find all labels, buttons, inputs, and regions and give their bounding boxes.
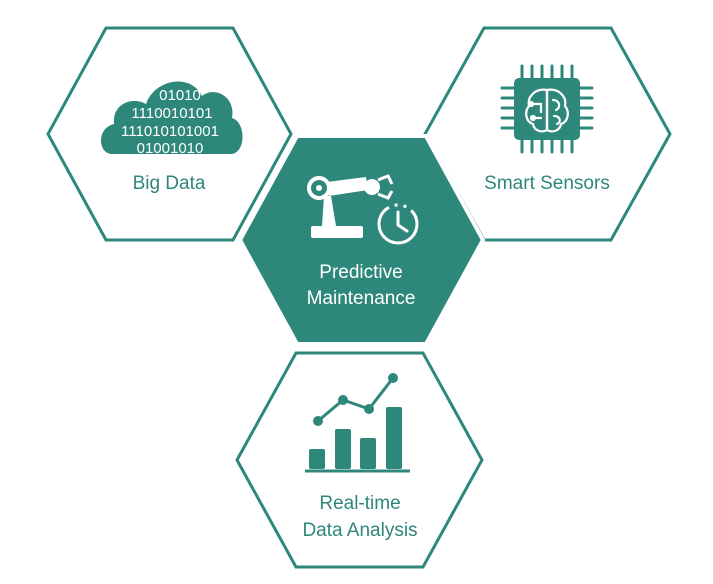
predictive-label-line-1: Predictive xyxy=(319,262,402,283)
bits-line-3: 111010101001 xyxy=(121,123,219,140)
realtime-hexagon xyxy=(235,351,484,569)
smart-sensors-label: Smart Sensors xyxy=(484,173,610,194)
realtime-label-line-1: Real-time xyxy=(319,493,400,514)
bits-line-2: 1110010101 xyxy=(131,105,212,122)
bits-line-4: 01001010 xyxy=(137,140,204,157)
bits-line-1: 01010 xyxy=(159,87,201,104)
big-data-node: 01010 1110010101 111010101001 01001010 B… xyxy=(46,26,293,242)
cloud-binary-icon: 01010 1110010101 111010101001 01001010 xyxy=(101,81,243,157)
predictive-hexagon xyxy=(237,134,486,346)
brain-icon xyxy=(525,88,569,133)
bar-line-chart-icon xyxy=(305,373,410,473)
robot-arm-clock-icon xyxy=(307,174,419,245)
smart-sensors-node: Smart Sensors xyxy=(423,26,672,242)
predictive-label-line-2: Maintenance xyxy=(307,288,416,309)
realtime-label-line-2: Data Analysis xyxy=(302,520,417,541)
big-data-label: Big Data xyxy=(133,173,206,194)
predictive-node: Predictive Maintenance xyxy=(237,134,486,346)
realtime-node: Real-time Data Analysis xyxy=(235,351,484,569)
